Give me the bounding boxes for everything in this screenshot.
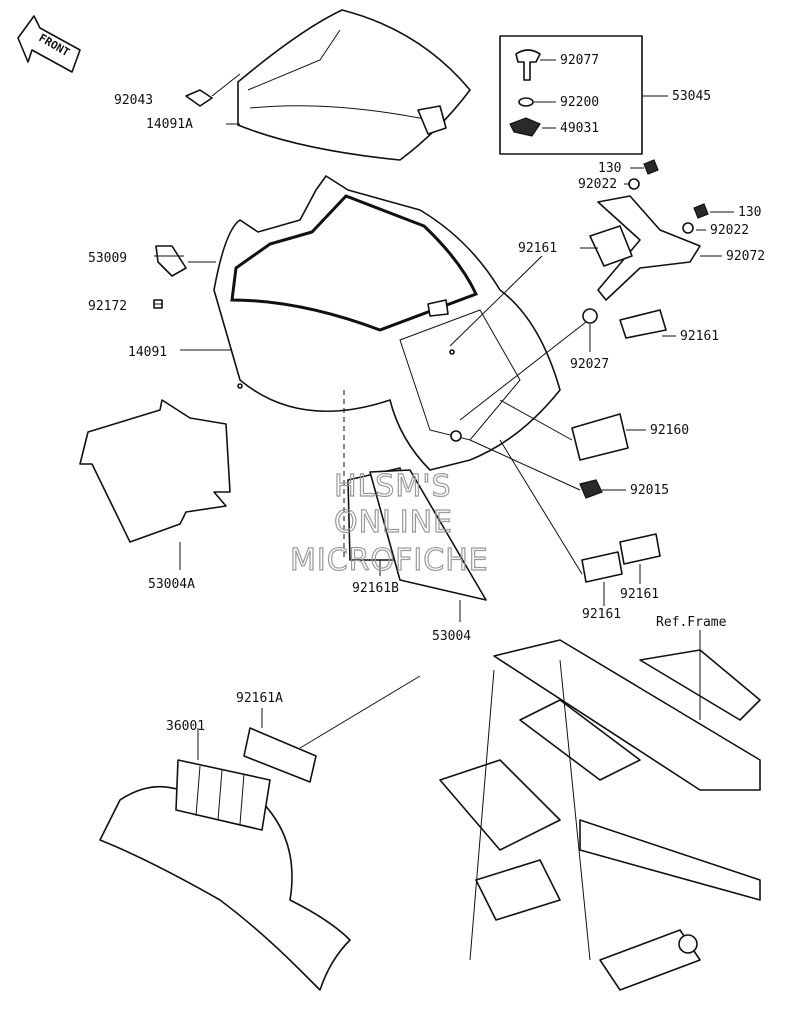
- label-92077: 92077: [560, 53, 599, 68]
- washer-92022-lower: [682, 222, 694, 234]
- leader-lines: [154, 59, 734, 622]
- label-130-upper: 130: [598, 161, 621, 176]
- sheet-53004: [369, 469, 487, 601]
- label-92022-upper: 92022: [578, 177, 617, 192]
- label-92161-d: 92161: [582, 607, 621, 622]
- front-arrow-icon: FRONT: [17, 15, 81, 73]
- bolt-130-upper: [643, 159, 659, 175]
- label-53004: 53004: [432, 629, 471, 644]
- label-14091a: 14091A: [146, 117, 193, 132]
- label-92172: 92172: [88, 299, 127, 314]
- label-92160: 92160: [650, 423, 689, 438]
- nut-92015: [579, 479, 603, 499]
- label-ref-frame: Ref.Frame: [656, 615, 727, 630]
- label-36001: 36001: [166, 719, 205, 734]
- label-92015: 92015: [630, 483, 669, 498]
- label-92022-lower: 92022: [710, 223, 749, 238]
- label-49031: 49031: [560, 121, 599, 136]
- pads-92161: [581, 533, 661, 583]
- kit-box-53045: [499, 35, 668, 155]
- sticker-92161a: [243, 675, 421, 783]
- label-53009: 53009: [88, 251, 127, 266]
- label-92200: 92200: [560, 95, 599, 110]
- bracket-53009: [155, 245, 216, 277]
- label-53004a: 53004A: [148, 577, 195, 592]
- washer-92027: [582, 308, 598, 324]
- part-labels: 92043 14091A 92077 92200 49031 53045 130…: [88, 53, 765, 734]
- watermark-line-1: HLSM'S: [334, 469, 452, 504]
- label-92043: 92043: [114, 93, 153, 108]
- clip-92043: [185, 73, 241, 107]
- frame-ref: [439, 630, 761, 991]
- washer-92022-upper: [628, 178, 640, 190]
- label-14091: 14091: [128, 345, 167, 360]
- label-130-lower: 130: [738, 205, 761, 220]
- sheet-53004a: [79, 399, 231, 543]
- label-92161-b: 92161: [680, 329, 719, 344]
- upper-cover-14091a: [237, 9, 471, 161]
- watermark-line-3: MICROFICHE: [290, 543, 489, 578]
- main-cover-14091: [213, 175, 561, 471]
- label-92161a: 92161A: [236, 691, 283, 706]
- label-92161b: 92161B: [352, 581, 399, 596]
- pad-92160: [571, 413, 629, 461]
- watermark: HLSM'S ONLINE MICROFICHE: [289, 468, 489, 578]
- label-92027: 92027: [570, 357, 609, 372]
- side-cover-36001: [99, 759, 351, 991]
- label-92072: 92072: [726, 249, 765, 264]
- bolt-130-lower: [693, 203, 709, 219]
- bracket-92072: [589, 195, 701, 339]
- label-92161-a: 92161: [518, 241, 557, 256]
- label-92161-c: 92161: [620, 587, 659, 602]
- label-53045: 53045: [672, 89, 711, 104]
- watermark-line-2: ONLINE: [334, 505, 453, 540]
